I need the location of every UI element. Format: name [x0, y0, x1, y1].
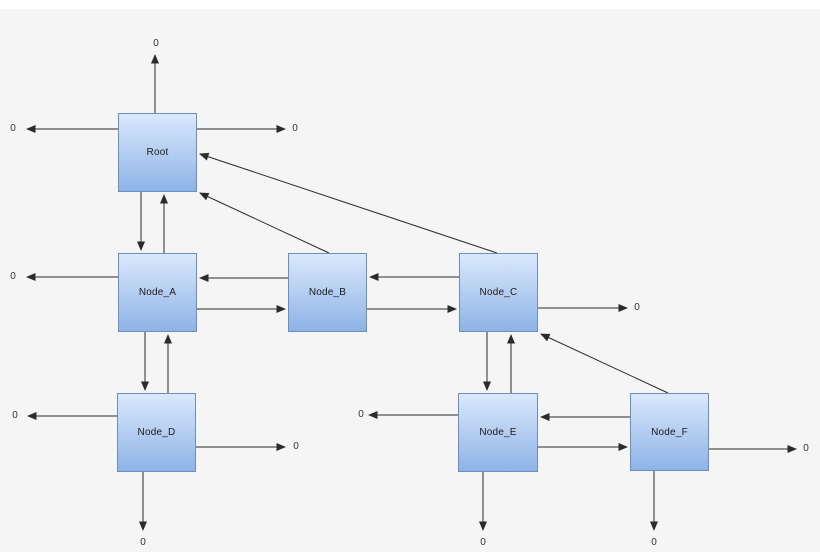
edge-terminal-count: 0	[293, 441, 299, 452]
node-root[interactable]: Root	[118, 113, 197, 192]
node-label: Node_A	[138, 287, 177, 298]
canvas-margin-top	[0, 0, 820, 9]
edge-terminal-count: 0	[12, 410, 18, 421]
node-node-f[interactable]: Node_F	[630, 393, 709, 471]
node-label: Node_E	[479, 427, 517, 438]
edge-terminal-count: 0	[803, 443, 809, 454]
node-label: Root	[146, 147, 169, 158]
edge-f-to-c[interactable]	[540, 333, 669, 394]
node-label: Node_B	[308, 287, 347, 298]
edge-terminal-count: 0	[153, 38, 159, 49]
edge-terminal-count: 0	[292, 123, 298, 134]
edge-c-to-root[interactable]	[199, 152, 498, 254]
node-node-d[interactable]: Node_D	[117, 393, 196, 472]
edge-terminal-count: 0	[140, 537, 146, 548]
node-node-a[interactable]: Node_A	[118, 253, 197, 332]
node-label: Node_F	[651, 426, 688, 438]
edge-terminal-count: 0	[10, 271, 16, 282]
node-node-c[interactable]: Node_C	[459, 253, 538, 332]
edge-terminal-count: 0	[480, 537, 486, 548]
edge-terminal-count: 0	[10, 123, 16, 134]
node-label: Node_D	[137, 427, 176, 438]
node-node-b[interactable]: Node_B	[288, 253, 367, 332]
node-node-e[interactable]: Node_E	[458, 393, 538, 472]
node-label: Node_C	[479, 287, 518, 298]
canvas-margin-bottom	[0, 552, 820, 560]
edge-terminal-count: 0	[634, 302, 640, 313]
edge-terminal-count: 0	[358, 409, 364, 420]
edge-b-to-root[interactable]	[199, 192, 330, 254]
edge-terminal-count: 0	[651, 537, 657, 548]
